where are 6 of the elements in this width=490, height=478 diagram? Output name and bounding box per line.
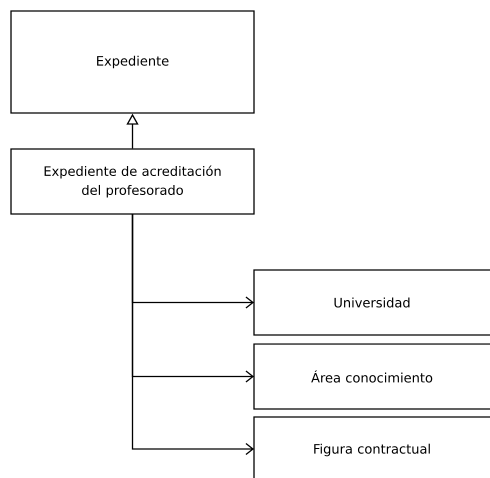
class-box: Expediente de acreditación del profesorado — [10, 148, 255, 215]
class-box: Figura contractual — [253, 416, 490, 478]
class-box: Área conocimiento — [253, 343, 490, 410]
class-box: Universidad — [253, 269, 490, 336]
class-box: Expediente — [10, 10, 255, 114]
arrow — [132, 214, 254, 455]
